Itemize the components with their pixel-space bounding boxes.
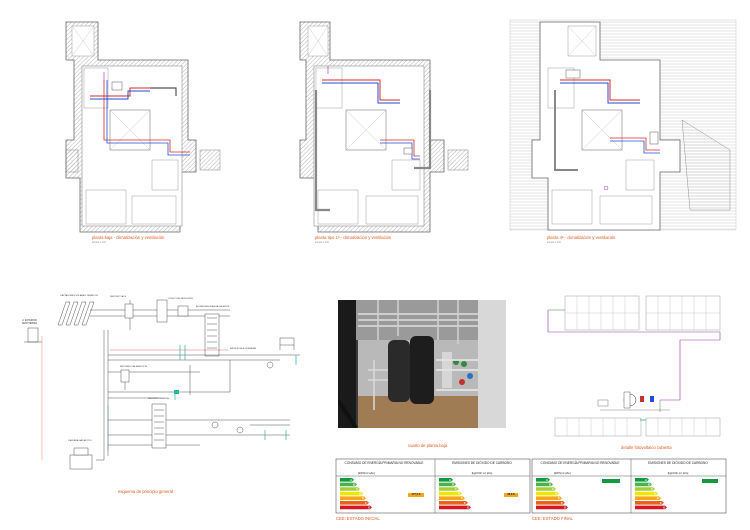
- rating-letter-e: E: [558, 496, 560, 500]
- cert-initial-caption: CEE: ESTADO INICIAL: [336, 516, 380, 521]
- rating-bar-d: [536, 491, 559, 496]
- rating-bar-a: [536, 478, 550, 482]
- rating-letter-a: A: [449, 478, 451, 482]
- plan-caption-fourth: planta 4ª - climatización y ventilación: [547, 235, 616, 240]
- cert-final-emissions-value: [702, 479, 718, 483]
- rating-letter-a: A: [350, 478, 352, 482]
- cert-final-consumption-value: [602, 479, 620, 483]
- rating-bar-g: [635, 505, 667, 510]
- rating-bar-c: [439, 487, 459, 491]
- rating-bar-b: [439, 482, 456, 487]
- plan-fourth-floor: [509, 19, 737, 231]
- cert-final-caption: CEE: ESTADO FINAL: [532, 516, 573, 521]
- rating-bar-e: [635, 496, 661, 500]
- cert-initial-consumption-value: 177,5 E: [408, 493, 424, 497]
- boiler-room-photo: [338, 300, 506, 428]
- schematic-label-manifold: COLECTOR IMPULSION: [168, 298, 193, 300]
- rating-bar-c: [536, 487, 556, 491]
- rating-bar-b: [635, 482, 652, 487]
- rating-bar-d: [439, 491, 462, 496]
- plan-caption-first: planta tipo 1ª - climatización y ventila…: [315, 235, 392, 240]
- rating-bar-g: [536, 505, 568, 510]
- rating-bar-b: [340, 482, 357, 487]
- rating-bar-c: [635, 487, 655, 491]
- rating-letter-g: G: [564, 505, 566, 509]
- cert-initial-col1-unit: [kWh/m² año]: [358, 471, 375, 475]
- schematic-label-tank: DEPOSITO ACS: [110, 296, 127, 298]
- schematic-label-air-unit: U. EXTERIOR AEROTERMIA: [22, 320, 38, 325]
- rating-letter-e: E: [362, 496, 364, 500]
- rating-bar-f: [340, 501, 369, 505]
- rating-bar-f: [439, 501, 468, 505]
- rating-bar-e: [536, 496, 562, 500]
- schematic-label-return: RETORNO CALEFACCION: [120, 366, 147, 368]
- rating-bar-d: [340, 491, 363, 496]
- rating-letter-a: A: [546, 478, 548, 482]
- rating-letter-c: C: [356, 487, 358, 491]
- rating-letter-b: B: [549, 482, 551, 486]
- rating-bar-a: [635, 478, 649, 482]
- plan-scale-ground: Escala 1:100: [92, 241, 106, 244]
- rating-letter-f: F: [365, 501, 367, 505]
- cert-initial-col2-unit: [kgCO2/ m² año]: [471, 471, 493, 475]
- rating-letter-d: D: [359, 492, 361, 496]
- rating-bar-b: [536, 482, 553, 487]
- cert-final-col2-unit: [kgCO2/ m² año]: [667, 471, 689, 475]
- rating-letter-g: G: [663, 505, 665, 509]
- cert-final-col1-title: CONSUMO DE ENERGÍA PRIMARIA NO RENOVABLE: [540, 461, 620, 465]
- rating-letter-e: E: [461, 496, 463, 500]
- rating-letter-c: C: [455, 487, 457, 491]
- plan-caption-ground: planta baja - climatización y ventilació…: [92, 235, 165, 240]
- plan-scale-fourth: Escala 1:100: [547, 241, 561, 244]
- rating-bar-a: [340, 478, 354, 482]
- rating-letter-g: G: [467, 505, 469, 509]
- schematic-label-boiler: CALDERA GAS APOYO: [68, 440, 92, 442]
- plan-scale-first: Escala 1:100: [315, 241, 329, 244]
- rating-letter-c: C: [651, 487, 653, 491]
- cert-final-col1-unit: [kWh/m² año]: [554, 471, 571, 475]
- schematic-label-collectors: CAPTADORES SOLARES TERMICOS: [60, 295, 98, 297]
- rating-bar-e: [439, 496, 465, 500]
- plan-ground-floor: [65, 21, 221, 233]
- rating-letter-d: D: [654, 492, 656, 496]
- rating-letter-a: A: [645, 478, 647, 482]
- rating-bar-a: [439, 478, 453, 482]
- rating-letter-e: E: [657, 496, 659, 500]
- floor-plans-drawing: [65, 19, 737, 233]
- rating-letter-b: B: [353, 482, 355, 486]
- rating-letter-f: F: [464, 501, 466, 505]
- rating-letter-c: C: [552, 487, 554, 491]
- schematic-label-supply: IMPULSION A VIVIENDAS: [230, 348, 257, 350]
- rating-bar-c: [340, 487, 360, 491]
- roof-caption: detalle fotovoltaico cubierta: [621, 445, 672, 450]
- rating-bar-f: [635, 501, 664, 505]
- rating-bar-g: [340, 505, 372, 510]
- rating-letter-b: B: [648, 482, 650, 486]
- cert-initial-col2-title: EMISIONES DE DIÓXIDO DE CARBONO: [452, 461, 512, 465]
- rating-letter-f: F: [561, 501, 563, 505]
- rating-letter-f: F: [660, 501, 662, 505]
- rating-bar-e: [340, 496, 366, 500]
- rating-letter-d: D: [458, 492, 460, 496]
- rating-letter-g: G: [368, 505, 370, 509]
- rating-bar-d: [635, 491, 658, 496]
- rating-letter-b: B: [452, 482, 454, 486]
- rating-bar-f: [536, 501, 565, 505]
- schematic-caption: esquema de principio general: [118, 489, 173, 494]
- cert-initial-emissions-value: 38,6 E: [504, 493, 518, 497]
- cert-final-col2-title: EMISIONES DE DIÓXIDO DE CARBONO: [648, 461, 708, 465]
- rating-bar-g: [439, 505, 471, 510]
- schematic-label-inertia: DEPOSITO INERCIA: [148, 398, 169, 400]
- rating-letter-d: D: [555, 492, 557, 496]
- cert-initial-col1-title: CONSUMO DE ENERGÍA PRIMARIA NO RENOVABLE: [344, 461, 424, 465]
- plan-first-floor: [299, 21, 469, 233]
- schematic-label-buffer: ACUMULADOR AGUA CALIENTE: [196, 306, 230, 308]
- photo-caption: cuarto de planta baja: [408, 443, 448, 448]
